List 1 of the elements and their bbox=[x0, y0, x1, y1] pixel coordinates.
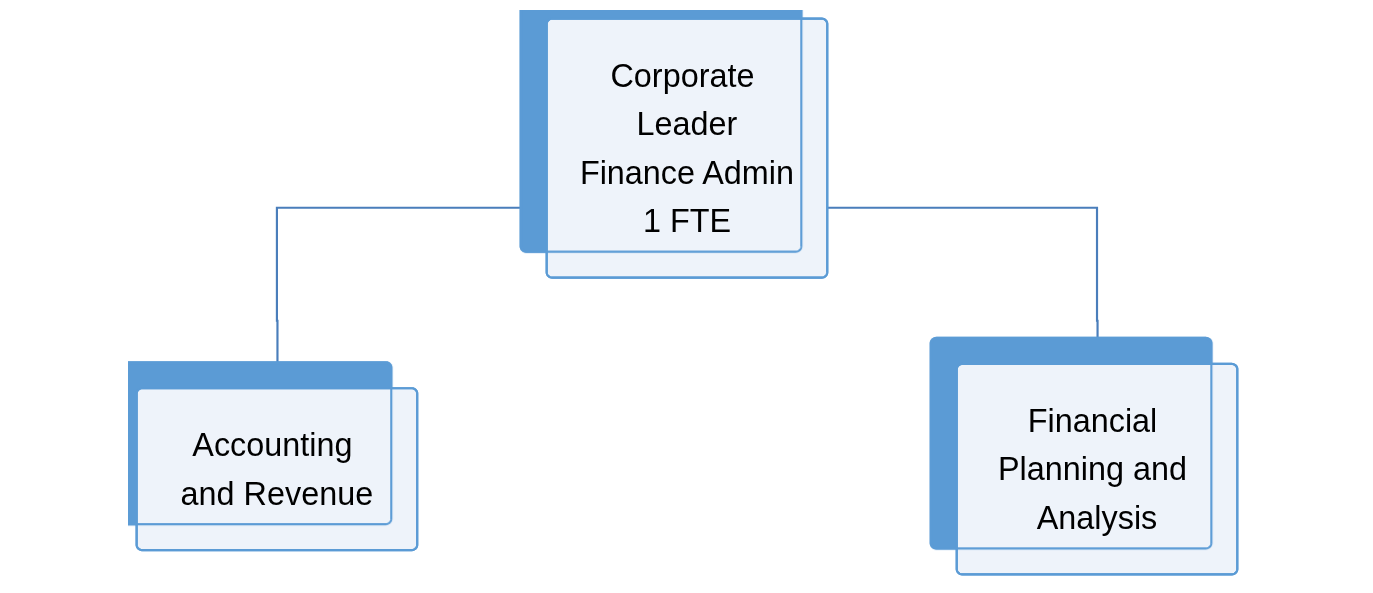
connector bbox=[275, 206, 547, 389]
